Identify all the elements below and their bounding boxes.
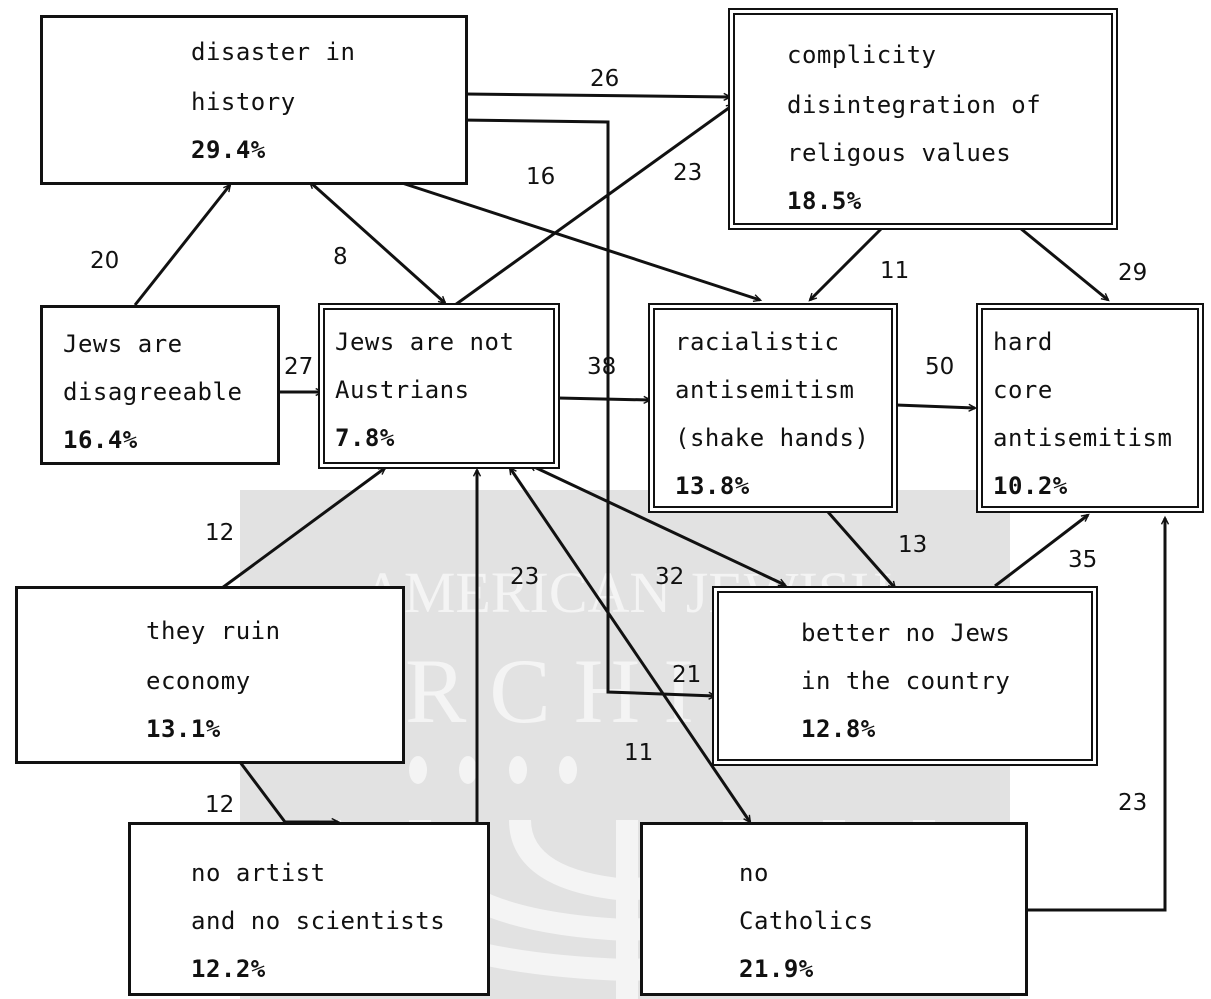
node-text: antisemitism bbox=[993, 424, 1173, 452]
node-text: disagreeable bbox=[63, 378, 243, 406]
node-text: and no scientists bbox=[191, 907, 446, 935]
edge-weight-29: 29 bbox=[1118, 260, 1148, 286]
node-complicity: complicity disintegration of religous va… bbox=[728, 8, 1118, 230]
node-no-artist-no-scientists: no artist and no scientists 12.2% bbox=[128, 822, 490, 996]
node-better-no-jews: better no Jews in the country 12.8% bbox=[712, 586, 1098, 766]
edge-weight-21: 21 bbox=[672, 662, 702, 688]
node-text: no bbox=[739, 859, 769, 887]
node-percentage: 10.2% bbox=[993, 472, 1068, 500]
node-percentage: 18.5% bbox=[787, 187, 862, 215]
edge-racialistic-better-no-jews bbox=[826, 511, 897, 590]
edge-ruin-economy-not-austrians bbox=[221, 466, 387, 590]
node-text: hard bbox=[993, 328, 1053, 356]
edge-complicity-racialistic bbox=[808, 226, 884, 302]
node-text: religous values bbox=[787, 139, 1012, 167]
node-percentage: 29.4% bbox=[191, 136, 266, 164]
node-text: history bbox=[191, 88, 296, 116]
node-percentage: 12.8% bbox=[801, 715, 876, 743]
edge-weight-23: 23 bbox=[1118, 790, 1148, 816]
node-text: they ruin bbox=[146, 617, 281, 645]
node-percentage: 13.8% bbox=[675, 472, 750, 500]
node-text: racialistic bbox=[675, 328, 840, 356]
node-text: in the country bbox=[801, 667, 1011, 695]
node-text: Jews are bbox=[63, 330, 183, 358]
edge-weight-11: 11 bbox=[880, 258, 910, 284]
edge-disaster-racialistic bbox=[401, 181, 763, 303]
edge-weight-16: 16 bbox=[526, 164, 556, 190]
node-text: no artist bbox=[191, 859, 326, 887]
node-no-catholics: no Catholics 21.9% bbox=[640, 822, 1028, 996]
node-percentage: 21.9% bbox=[739, 955, 814, 983]
node-percentage: 7.8% bbox=[335, 424, 395, 452]
edge-ruin-economy-no-artist bbox=[238, 761, 341, 827]
edge-complicity-hardcore bbox=[1019, 226, 1110, 302]
edge-disagreeable-disaster bbox=[133, 183, 232, 306]
node-percentage: 16.4% bbox=[63, 426, 138, 454]
edge-not-austrians-complicity bbox=[454, 103, 735, 307]
edge-weight-11: 11 bbox=[624, 740, 654, 766]
edge-weight-8: 8 bbox=[333, 244, 348, 270]
flames-icon bbox=[409, 756, 577, 784]
node-hard-core-antisemitism: hard core antisemitism 10.2% bbox=[976, 303, 1204, 513]
edge-weight-35: 35 bbox=[1068, 547, 1098, 573]
node-text: disintegration of bbox=[787, 91, 1042, 119]
node-disaster-in-history: disaster in history 29.4% bbox=[40, 15, 468, 185]
node-text: economy bbox=[146, 667, 251, 695]
edge-weight-50: 50 bbox=[925, 354, 955, 380]
edge-weight-20: 20 bbox=[90, 248, 120, 274]
edge-weight-23: 23 bbox=[673, 160, 703, 186]
edge-not-austrians-racialistic bbox=[557, 395, 653, 404]
node-jews-are-disagreeable: Jews are disagreeable 16.4% bbox=[40, 305, 280, 465]
node-percentage: 12.2% bbox=[191, 955, 266, 983]
edge-weight-38: 38 bbox=[587, 354, 617, 380]
node-text: Jews are not bbox=[335, 328, 515, 356]
edge-weight-23: 23 bbox=[510, 564, 540, 590]
node-text: better no Jews bbox=[801, 619, 1011, 647]
node-text: Austrians bbox=[335, 376, 470, 404]
node-jews-are-not-austrians: Jews are not Austrians 7.8% bbox=[318, 303, 560, 469]
node-percentage: 13.1% bbox=[146, 715, 221, 743]
edge-weight-32: 32 bbox=[655, 564, 685, 590]
node-text: antisemitism bbox=[675, 376, 855, 404]
edge-disaster-complicity bbox=[464, 92, 733, 102]
edge-weight-27: 27 bbox=[284, 354, 314, 380]
node-racialistic-antisemitism: racialistic antisemitism (shake hands) 1… bbox=[648, 303, 898, 513]
edge-weight-26: 26 bbox=[590, 66, 620, 92]
node-they-ruin-economy: they ruin economy 13.1% bbox=[15, 586, 405, 764]
edge-disaster-not-austrians bbox=[308, 180, 447, 305]
edge-racialistic-hardcore bbox=[895, 403, 978, 412]
node-text: disaster in bbox=[191, 38, 356, 66]
node-text: complicity bbox=[787, 41, 937, 69]
node-text: Catholics bbox=[739, 907, 874, 935]
edge-weight-12: 12 bbox=[205, 520, 235, 546]
node-text: (shake hands) bbox=[675, 424, 870, 452]
edge-weight-12: 12 bbox=[205, 792, 235, 818]
edge-weight-13: 13 bbox=[898, 532, 928, 558]
node-text: core bbox=[993, 376, 1053, 404]
